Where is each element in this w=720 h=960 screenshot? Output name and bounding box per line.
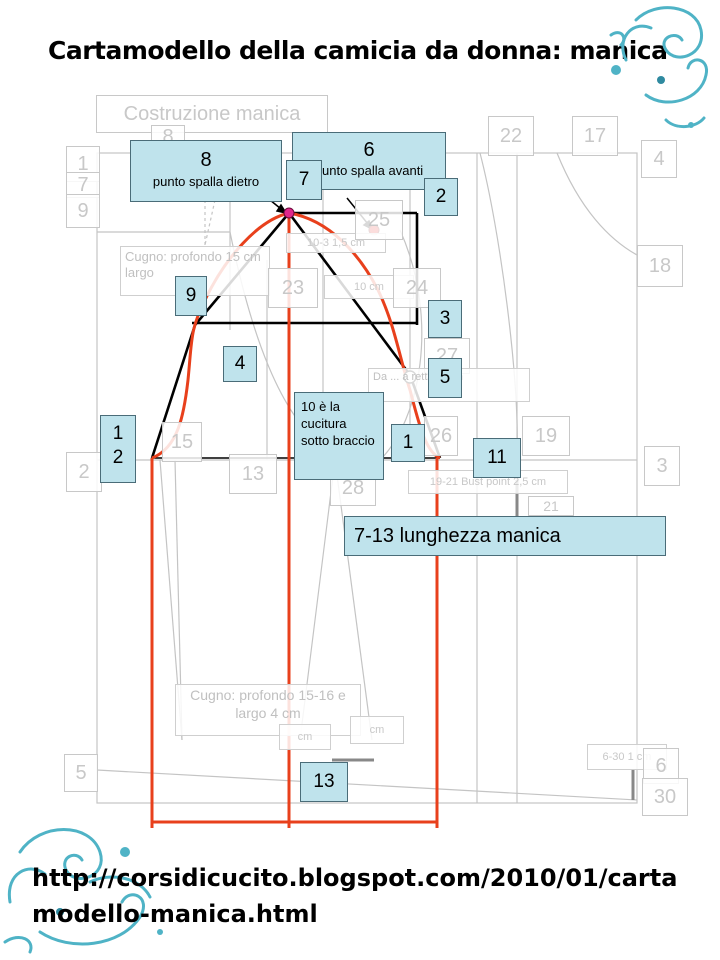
ghost-4: 4 bbox=[641, 140, 677, 178]
label-point-1-left: 1 bbox=[112, 423, 124, 444]
label-point-13: 13 bbox=[300, 762, 348, 802]
ghost-18: 18 bbox=[637, 245, 683, 287]
label-sleeve-length: 7-13 lunghezza manica bbox=[344, 516, 666, 556]
label-point-7: 7 bbox=[286, 160, 322, 200]
label-point-3: 3 bbox=[428, 300, 462, 338]
label-point-8-caption: punto spalla dietro bbox=[152, 174, 260, 189]
ghost-23: 23 bbox=[268, 268, 318, 308]
ghost-30: 30 bbox=[642, 778, 688, 816]
label-point-6-caption: punto spalla avanti bbox=[314, 163, 424, 178]
ghost-9: 9 bbox=[66, 194, 100, 228]
label-point-8-number: 8 bbox=[200, 149, 212, 171]
ghost-25: 25 bbox=[355, 200, 403, 240]
label-point-8: 8 punto spalla dietro bbox=[130, 140, 282, 202]
ghost-26: 26 bbox=[424, 416, 458, 456]
label-point-6-number: 6 bbox=[363, 139, 375, 161]
label-point-5: 5 bbox=[428, 358, 462, 398]
ghost-2: 2 bbox=[66, 452, 102, 492]
label-point-9: 9 bbox=[175, 276, 207, 316]
ghost-cm-a: cm bbox=[279, 724, 331, 750]
label-point-10-note: 10 è la cucitura sotto braccio bbox=[294, 392, 384, 480]
label-point-1-2-left: 1 2 bbox=[100, 415, 136, 483]
ghost-costruzione-manica: Costruzione manica bbox=[96, 95, 328, 133]
ghost-5: 5 bbox=[64, 754, 98, 792]
ghost-cugno-top: Cugno: profondo 15 cm largo bbox=[120, 246, 270, 296]
ghost-3: 3 bbox=[644, 446, 680, 486]
ghost-15: 15 bbox=[162, 422, 202, 462]
label-point-2: 2 bbox=[424, 178, 458, 216]
ghost-17: 17 bbox=[572, 116, 618, 156]
label-point-11: 11 bbox=[473, 438, 521, 478]
ghost-cugno-bottom: Cugno: profondo 15-16 e largo 4 cm bbox=[175, 684, 361, 736]
source-url: http://corsidicucito.blogspot.com/2010/0… bbox=[32, 864, 678, 928]
decorative-swirl-top-right bbox=[609, 6, 708, 128]
point-7-back-shoulder-dot bbox=[283, 207, 295, 219]
ghost-22: 22 bbox=[488, 116, 534, 156]
ghost-13: 13 bbox=[229, 454, 277, 494]
page-title: Cartamodello della camicia da donna: man… bbox=[48, 36, 668, 65]
ghost-21: 21 bbox=[528, 496, 574, 516]
label-point-1-right: 1 bbox=[391, 424, 425, 462]
ghost-cm-b: cm bbox=[350, 716, 404, 744]
decorative-swirl-bottom-left bbox=[3, 828, 163, 954]
label-point-2-left: 2 bbox=[112, 447, 124, 468]
ghost-19: 19 bbox=[522, 416, 570, 456]
label-point-4: 4 bbox=[223, 346, 257, 382]
